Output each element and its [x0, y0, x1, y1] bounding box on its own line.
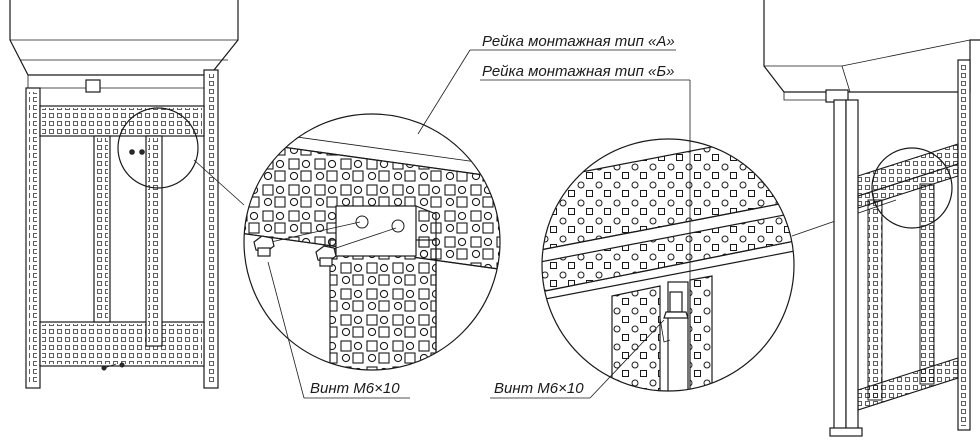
left-cabinet-roof — [9, 0, 239, 76]
right-cabinet-roof — [763, 0, 980, 93]
screw-right-label: Винт М6×10 — [494, 380, 584, 397]
label-screw-right: Винт М6×10 — [490, 319, 665, 399]
left-detail-marker — [117, 107, 199, 189]
right-cabinet-post-front — [833, 99, 847, 431]
rail-a-label: Рейка монтажная тип «А» — [482, 33, 675, 50]
right-detail-marker — [871, 147, 953, 229]
label-rail-b: Рейка монтажная тип «Б» — [480, 63, 691, 292]
right-zoom-detail — [541, 138, 795, 392]
rail-b-label: Рейка монтажная тип «Б» — [482, 63, 674, 80]
right-cabinet — [763, 0, 980, 437]
label-screw-left: Винт М6×10 — [267, 261, 410, 399]
label-rail-a: Рейка монтажная тип «А» — [417, 33, 676, 135]
left-cabinet — [9, 0, 239, 389]
screw-left-label: Винт М6×10 — [310, 380, 400, 397]
left-screw-1 — [253, 221, 361, 257]
left-zoom-detail — [243, 113, 501, 371]
left-screw-2 — [315, 227, 397, 267]
